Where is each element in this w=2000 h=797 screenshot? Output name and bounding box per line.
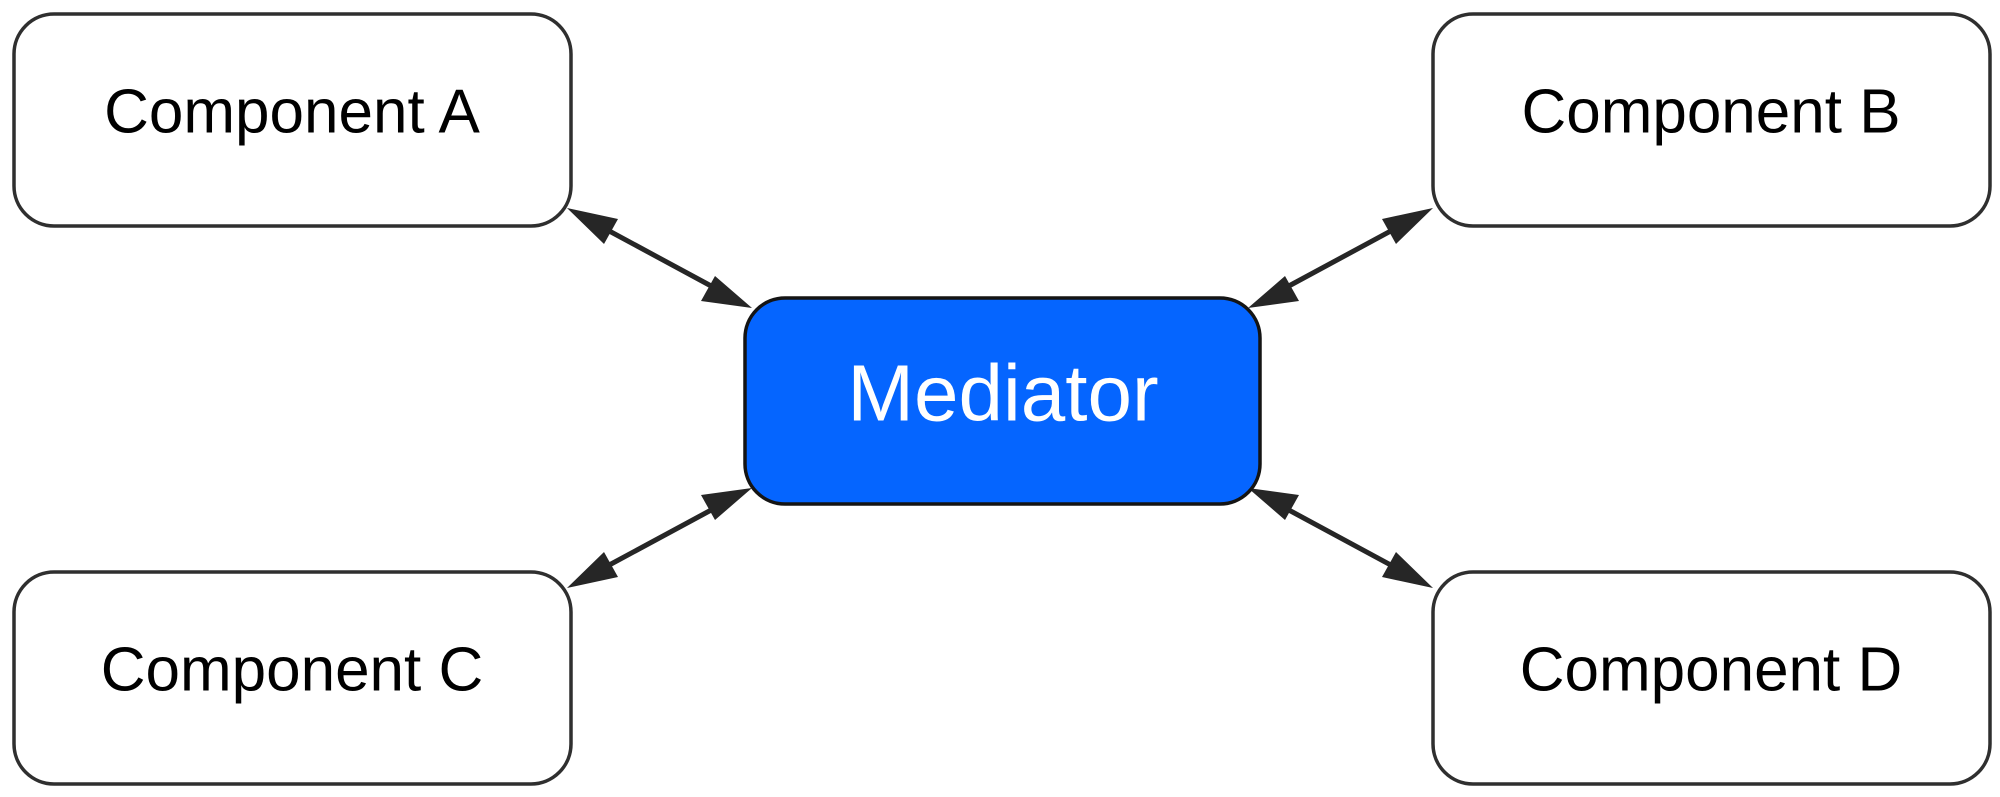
arrowhead-icon <box>567 552 618 588</box>
arrowhead-icon <box>1382 552 1433 588</box>
mediator-box <box>743 296 1262 506</box>
connection-d-mediator <box>1248 488 1433 588</box>
mediator-node[interactable]: Mediator <box>743 296 1262 506</box>
component-d-node[interactable]: Component D <box>1431 570 1992 786</box>
connector-line <box>1285 223 1402 290</box>
component-d-label: Component D <box>1520 636 1903 705</box>
arrowhead-icon <box>1248 276 1299 308</box>
component-c-box <box>12 570 573 786</box>
component-a-box <box>12 12 573 228</box>
component-a-label: Component A <box>104 78 480 147</box>
connector-line <box>1285 506 1402 573</box>
connection-a-mediator <box>567 208 752 308</box>
component-b-node[interactable]: Component B <box>1431 12 1992 228</box>
component-a-node[interactable]: Component A <box>12 12 573 228</box>
connector-line <box>598 223 715 290</box>
connection-c-mediator <box>567 488 752 588</box>
arrowhead-icon <box>567 208 618 244</box>
component-c-label: Component C <box>101 636 484 705</box>
arrowhead-icon <box>701 488 752 520</box>
component-b-label: Component B <box>1521 78 1900 147</box>
component-b-box <box>1431 12 1992 228</box>
connector-line <box>598 506 715 573</box>
component-c-node[interactable]: Component C <box>12 570 573 786</box>
component-d-box <box>1431 570 1992 786</box>
connection-b-mediator <box>1248 208 1433 308</box>
arrowhead-icon <box>1248 488 1299 520</box>
arrowhead-icon <box>701 276 752 308</box>
mediator-label: Mediator <box>847 349 1158 438</box>
arrowhead-icon <box>1382 208 1433 244</box>
